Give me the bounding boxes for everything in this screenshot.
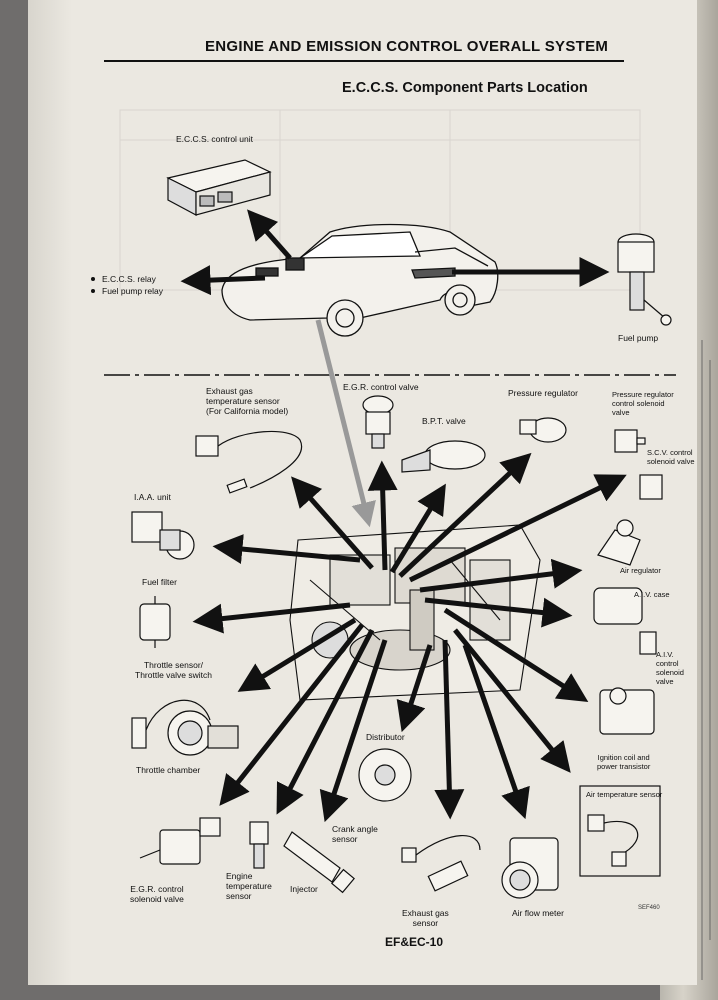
- air-temp-sensor-drawing: [579, 785, 661, 877]
- eccs-control-unit-drawing: [166, 159, 272, 217]
- aiv-case-drawing: [593, 587, 657, 655]
- fuel-filter-drawing: [139, 596, 171, 648]
- page-gutter-shadow: [28, 0, 72, 985]
- engine-arrows: [192, 452, 627, 823]
- header-rule: [104, 60, 624, 62]
- label-exhaust-gas-sensor: Exhaust gas sensor: [402, 908, 449, 928]
- exhaust-gas-temp-sensor-drawing: [195, 430, 303, 494]
- pressure-regulator-drawing: [519, 417, 567, 443]
- label-scv-solenoid: S.C.V. control solenoid valve: [647, 448, 695, 466]
- label-bpt-valve: B.P.T. valve: [422, 416, 466, 426]
- adjacent-page-marks: [701, 340, 711, 980]
- fuel-pump-drawing: [617, 233, 672, 326]
- label-egr-solenoid: E.G.R. control solenoid valve: [130, 884, 184, 904]
- ignition-coil-drawing: [599, 687, 655, 735]
- exhaust-gas-sensor-drawing: [401, 835, 481, 892]
- label-iaa-unit: I.A.A. unit: [134, 492, 171, 502]
- label-exhaust-gas-temp-sensor: Exhaust gas temperature sensor (For Cali…: [206, 386, 289, 416]
- figure-code: SEF460: [638, 905, 660, 911]
- label-pressure-regulator: Pressure regulator: [508, 388, 578, 398]
- egr-valve-drawing: [362, 395, 394, 449]
- bpt-valve-drawing: [401, 440, 486, 473]
- page-number: EF&EC-10: [385, 935, 444, 949]
- top-arrows: [180, 209, 610, 296]
- label-fuel-filter: Fuel filter: [142, 577, 177, 587]
- engine-temp-sensor-drawing: [249, 821, 269, 869]
- injector-drawing: [283, 831, 355, 894]
- iaa-unit-drawing: [131, 511, 195, 560]
- label-fuel-pump-relay: Fuel pump relay: [102, 286, 163, 296]
- label-air-regulator: Air regulator: [620, 566, 661, 575]
- egr-solenoid-drawing: [139, 817, 221, 865]
- label-aiv-case: A.I.V. case: [634, 590, 670, 599]
- label-eccs-control-unit: E.C.C.S. control unit: [176, 134, 254, 144]
- pressure-regulator-solenoid-drawing: [614, 429, 646, 453]
- label-crank-angle-sensor: Crank angle sensor: [332, 824, 378, 844]
- label-engine-temp-sensor: Engine temperature sensor: [226, 871, 272, 901]
- label-throttle-sensor: Throttle sensor/ Throttle valve switch: [135, 660, 212, 680]
- engine-bay-drawing: [289, 524, 541, 701]
- label-air-temp-sensor: Air temperature sensor: [586, 790, 663, 799]
- air-regulator-drawing: [597, 519, 641, 566]
- label-aiv-solenoid: A.I.V. control solenoid valve: [656, 650, 684, 686]
- label-pressure-regulator-solenoid: Pressure regulator control solenoid valv…: [612, 390, 674, 417]
- label-ignition-coil: Ignition coil and power transistor: [597, 753, 651, 771]
- throttle-chamber-drawing: [131, 699, 239, 756]
- label-throttle-chamber: Throttle chamber: [136, 765, 201, 775]
- label-distributor: Distributor: [366, 732, 405, 742]
- scv-solenoid-drawing: [639, 474, 663, 500]
- page-header-title: ENGINE AND EMISSION CONTROL OVERALL SYST…: [205, 38, 609, 55]
- distributor-drawing: [358, 748, 412, 802]
- label-air-flow-meter: Air flow meter: [512, 908, 564, 918]
- car-drawing: [221, 223, 499, 337]
- air-flow-meter-drawing: [501, 837, 559, 899]
- label-egr-control-valve: E.G.R. control valve: [343, 382, 419, 392]
- label-injector: Injector: [290, 884, 318, 894]
- label-eccs-relay: E.C.C.S. relay: [102, 274, 156, 284]
- section-title: E.C.C.S. Component Parts Location: [342, 80, 588, 96]
- label-fuel-pump: Fuel pump: [618, 333, 659, 343]
